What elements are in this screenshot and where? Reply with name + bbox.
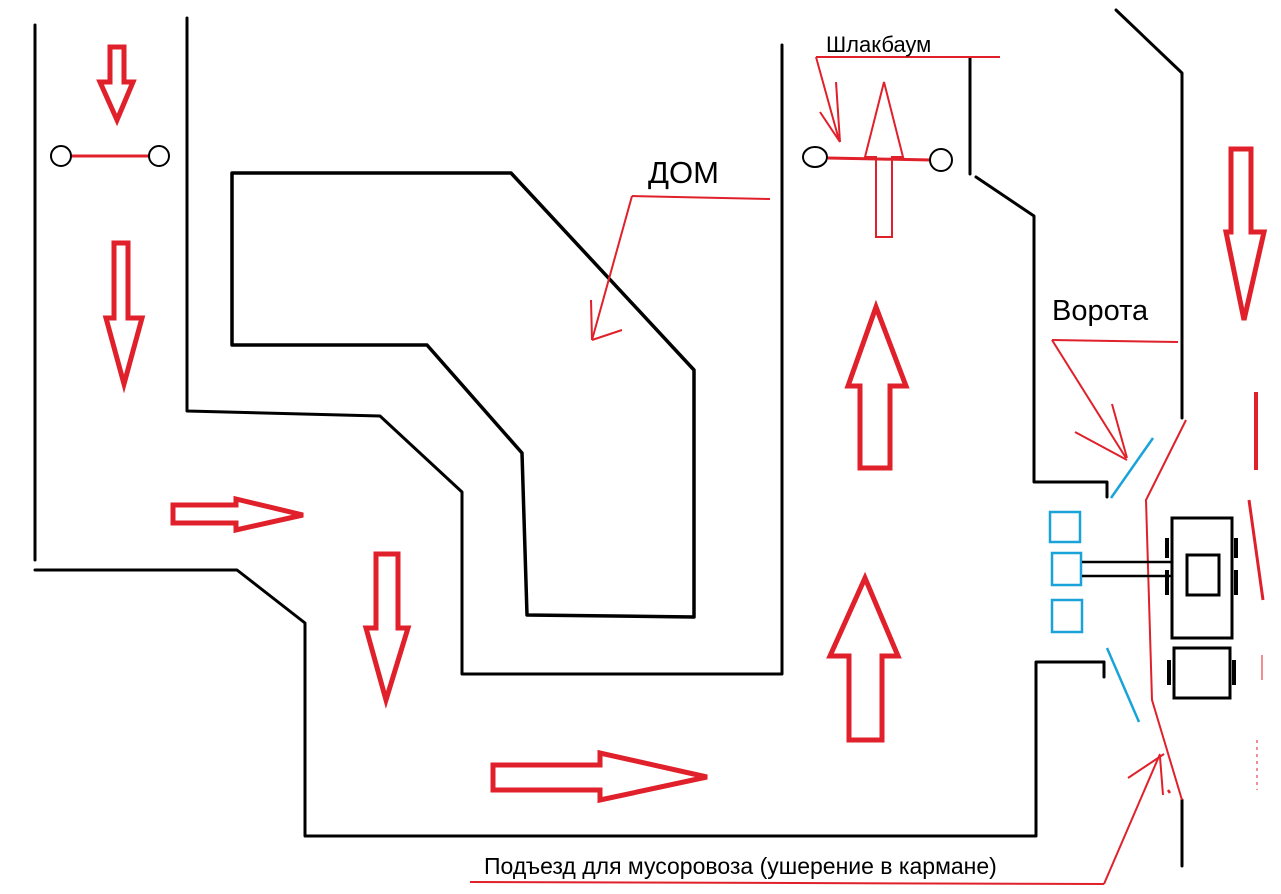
outer-lower-road-wall <box>33 568 1106 838</box>
gate-pointer-short <box>1166 789 1172 794</box>
barrier-right-arm <box>827 156 932 162</box>
direction-arrow-icon <box>170 495 304 534</box>
pointer-lines <box>469 56 1179 885</box>
barrier-right <box>802 146 953 172</box>
house-pointer-tip <box>590 299 593 341</box>
gate-pointer-tip <box>1074 431 1128 461</box>
gate-leaf-lower <box>1105 647 1141 723</box>
trash-bin-icon <box>1050 598 1084 634</box>
house-pointer <box>591 195 633 341</box>
barrier-pointer-tip <box>835 81 841 143</box>
house-pointer-tip <box>591 329 623 341</box>
garbage-truck-icon <box>1082 516 1238 700</box>
truck-access-pointer-tip <box>1159 756 1164 796</box>
direction-arrows <box>96 44 1268 804</box>
trash-bin-icon <box>1050 551 1083 587</box>
gate-leaf-upper <box>1109 437 1155 499</box>
direction-arrow-icon <box>362 551 412 709</box>
direction-arrow-icon <box>826 571 902 743</box>
barrier-label: Шлакбаум <box>826 32 931 57</box>
gate-red-line <box>1144 419 1187 801</box>
gate-pointer <box>1051 339 1127 459</box>
truck-access-pointer-tip <box>1127 753 1165 779</box>
direction-arrow-icon <box>844 299 910 471</box>
direction-arrow-icon <box>490 749 708 804</box>
gate <box>1105 419 1187 801</box>
direction-arrow-icon <box>102 240 146 394</box>
house-shape <box>230 171 696 619</box>
gate-pointer-tip <box>1111 403 1128 459</box>
house-label: ДОМ <box>648 155 719 190</box>
edge-marks <box>1247 392 1265 790</box>
truck-cab <box>1172 646 1232 700</box>
far-right-wall-upper <box>1114 8 1184 420</box>
left-road-inner-wall <box>185 16 784 676</box>
house-label-underline <box>631 195 771 200</box>
truck-access-pointer <box>1103 753 1161 885</box>
right-block-wall <box>974 175 1109 499</box>
gate-label: Ворота <box>1052 295 1149 327</box>
barrier-left-post-b <box>148 145 170 167</box>
trash-bin-icon <box>1048 510 1082 544</box>
direction-arrow-icon <box>1222 146 1268 321</box>
road-walls <box>33 8 1184 868</box>
barrier-pointer-tip <box>819 111 841 143</box>
house-outline <box>230 171 696 619</box>
edge-arrow-fragment <box>1247 499 1265 601</box>
truck-hopper <box>1185 553 1221 597</box>
direction-arrow-icon <box>863 81 905 238</box>
truck-body <box>1170 516 1234 640</box>
barrier-right-post-a <box>802 146 828 168</box>
barrier-left-post-a <box>50 145 72 167</box>
barrier-right-post-b <box>929 148 953 172</box>
truck-access-label-underline <box>469 881 1105 885</box>
direction-arrow-icon <box>96 44 137 127</box>
barrier-pointer <box>815 56 840 141</box>
gate-label-underline <box>1051 339 1179 343</box>
truck-access-label: Подъезд для мусоровоза (ушерение в карма… <box>484 853 997 879</box>
barrier-left <box>50 145 170 167</box>
trash-bins <box>1048 510 1084 634</box>
